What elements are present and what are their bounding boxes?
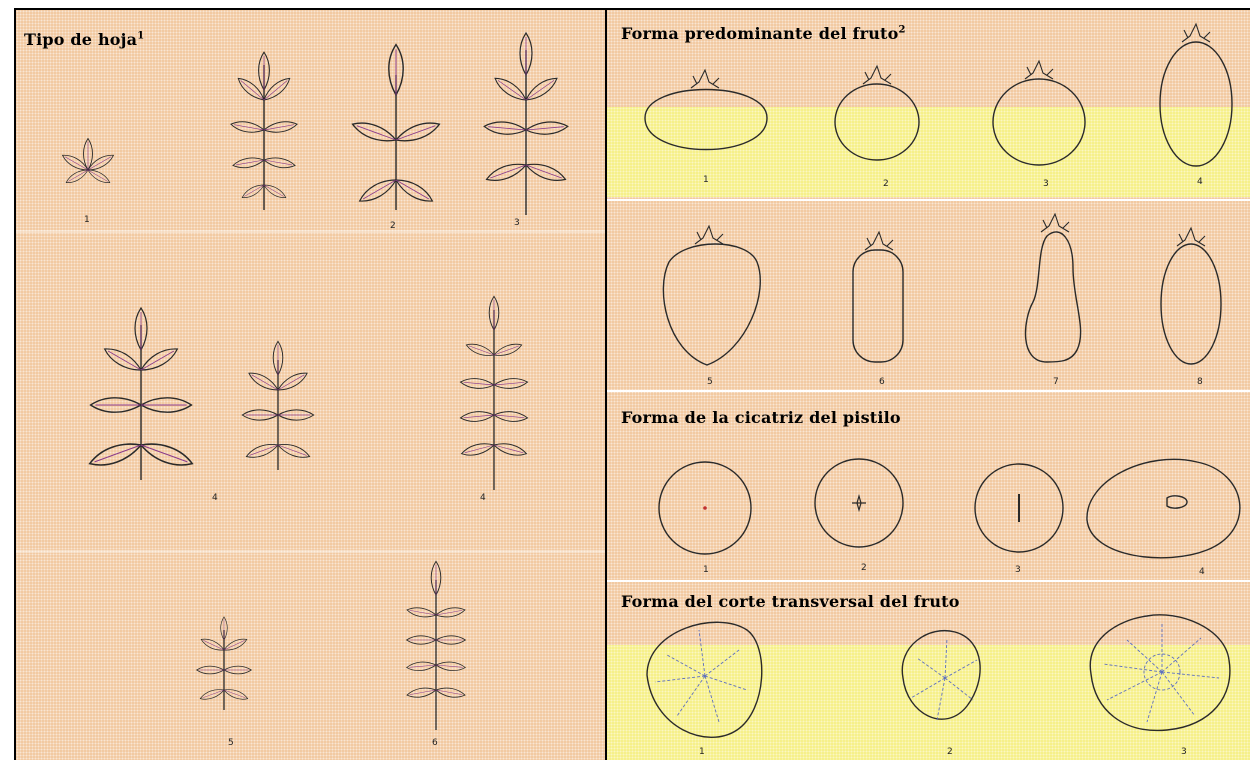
leaf-type-1-label: 1: [84, 215, 90, 225]
leaf-type-5-icon: [196, 616, 252, 710]
leaf-type-title: Tipo de hoja1: [24, 30, 145, 49]
fruit-shape-title: Forma predominante del fruto2: [621, 24, 906, 43]
leaf-type-1-icon: [60, 138, 116, 187]
cross-section-3-icon: [1089, 614, 1231, 732]
leaf-type-row2-a-icon: [86, 307, 196, 480]
leaf-type-3-icon: [483, 32, 569, 215]
pistil-scar-title: Forma de la cicatriz del pistilo: [621, 408, 901, 427]
cross-section-2-label: 2: [947, 747, 953, 757]
leaf-type-2a-icon: [229, 51, 299, 210]
cross-section-title: Forma del corte transversal del fruto: [621, 592, 960, 611]
leaf-type-row2-c-icon: [459, 295, 529, 490]
fruit-shape-1-label: 1: [703, 175, 709, 185]
figure-frame: [14, 8, 1250, 760]
leaf-type-5-label: 5: [228, 738, 234, 748]
fruit-shape-2-icon: [834, 65, 920, 161]
panel-divider: [605, 10, 607, 760]
fruit-illustrations: 1 2 3 4 5 6 7: [644, 23, 1241, 757]
leaf-type-4b-label: 4: [480, 493, 486, 503]
fruit-shape-4-label: 4: [1197, 177, 1203, 187]
fruit-shape-8-label: 8: [1197, 377, 1203, 387]
pistil-scar-1-icon: [658, 461, 752, 555]
leaf-type-6-icon: [405, 560, 467, 730]
leaf-type-6-label: 6: [432, 738, 438, 748]
pistil-scar-4-label: 4: [1199, 567, 1205, 577]
pistil-scar-1-label: 1: [703, 565, 709, 575]
fruit-shape-3-label: 3: [1043, 179, 1049, 189]
fruit-shape-2-label: 2: [883, 179, 889, 189]
leaf-type-3-label: 3: [514, 218, 520, 228]
fruit-shape-5-label: 5: [707, 377, 713, 387]
fruit-shape-7-icon: [1024, 213, 1082, 363]
pistil-scar-3-label: 3: [1015, 565, 1021, 575]
fruit-shape-3-icon: [992, 60, 1086, 166]
cross-section-1-icon: [646, 621, 763, 738]
leaf-type-2-icon: [349, 43, 443, 210]
leaf-type-4a-label: 4: [212, 493, 218, 503]
pistil-scar-2-label: 2: [861, 563, 867, 573]
fruit-shape-1-icon: [644, 69, 768, 151]
cross-section-1-label: 1: [699, 747, 705, 757]
fruit-shape-4-icon: [1159, 23, 1233, 167]
cross-section-3-label: 3: [1181, 747, 1187, 757]
cross-section-2-icon: [901, 630, 981, 721]
leaf-type-row2-b-icon: [241, 340, 315, 470]
pistil-scar-3-icon: [974, 463, 1064, 553]
fruit-panel: Forma predominante del fruto2 Forma de l…: [607, 10, 1250, 760]
leaf-type-2-label: 2: [390, 221, 396, 231]
fruit-shape-8-icon: [1160, 227, 1222, 365]
fruit-shape-6-label: 6: [879, 377, 885, 387]
pistil-scar-4-icon: [1086, 458, 1241, 559]
fruit-shape-7-label: 7: [1053, 377, 1059, 387]
leaf-type-panel: Tipo de hoja1 1: [16, 10, 605, 760]
pistil-scar-2-icon: [814, 458, 904, 548]
fruit-shape-6-icon: [852, 231, 904, 363]
leaf-illustrations: 1 2: [60, 32, 569, 748]
fruit-shape-5-icon: [662, 225, 761, 366]
